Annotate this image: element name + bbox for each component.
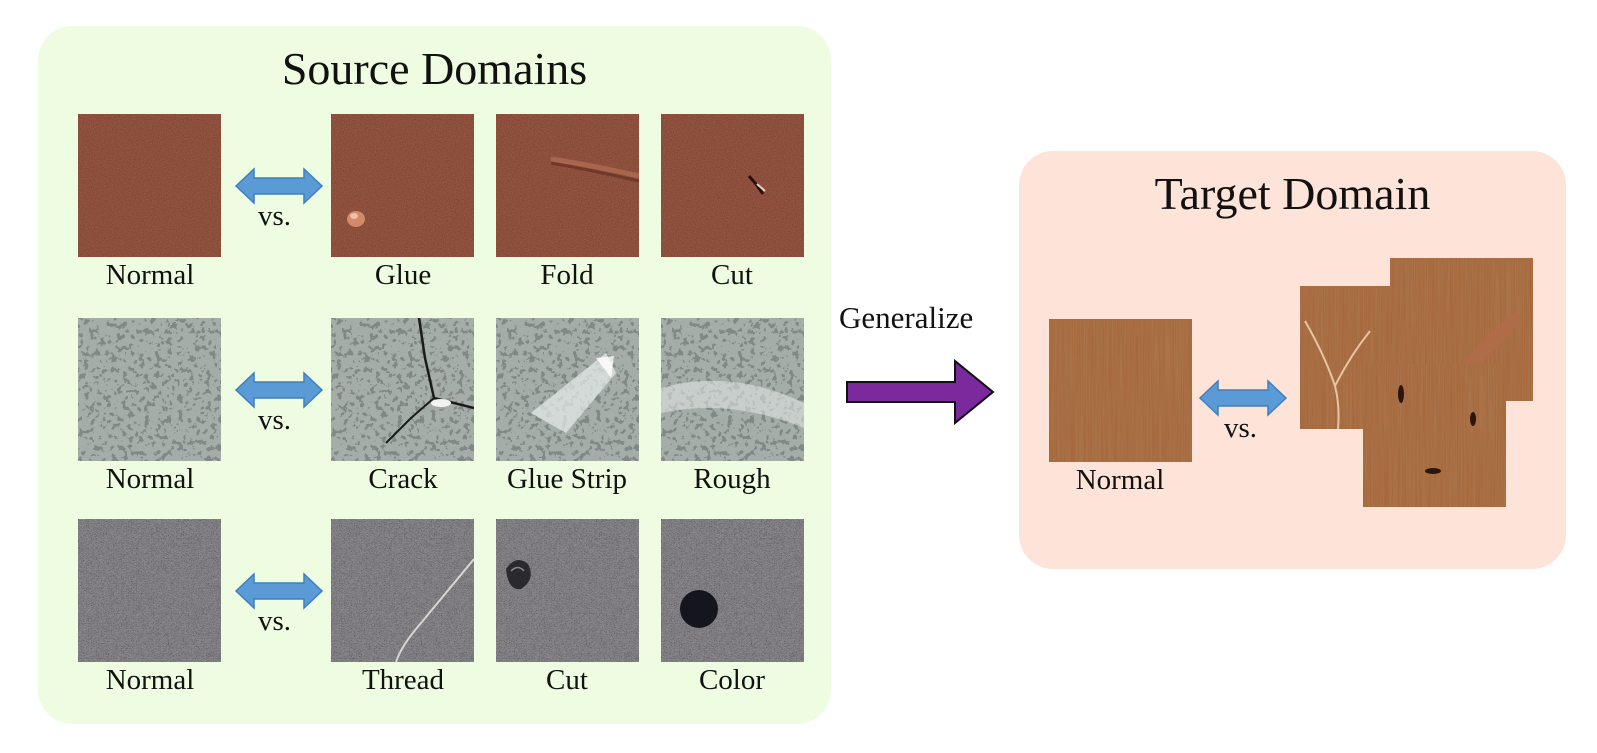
leather-vs-label: vs. <box>258 200 292 232</box>
tile-crack-label: Crack <box>368 463 438 495</box>
wood-normal-image <box>1049 319 1192 462</box>
leather-glue-image <box>331 114 474 257</box>
carpet-cut-label: Cut <box>546 664 588 696</box>
source-domains-title: Source Domains <box>281 43 588 94</box>
tile-normal-label: Normal <box>105 463 195 495</box>
generalize-label: Generalize <box>839 300 974 335</box>
tile-normal-image <box>78 318 221 461</box>
tile-rough-label: Rough <box>693 463 771 495</box>
carpet-thread-image <box>331 519 474 662</box>
carpet-cut-image <box>496 519 639 662</box>
leather-normal-label: Normal <box>105 259 195 291</box>
tile-rough-image <box>661 318 804 461</box>
wood-vs-label: vs. <box>1224 412 1258 444</box>
leather-cut-label: Cut <box>711 259 753 291</box>
wood-anomaly-stain-image <box>1390 258 1533 401</box>
leather-cut-image <box>661 114 804 257</box>
tile-glue-strip-image <box>496 318 639 461</box>
leather-fold-label: Fold <box>540 259 594 291</box>
wood-normal-label: Normal <box>1075 464 1165 496</box>
generalize-arrow-icon <box>845 358 995 426</box>
carpet-vs-label: vs. <box>258 605 292 637</box>
carpet-thread-label: Thread <box>361 664 445 696</box>
carpet-normal-image <box>78 519 221 662</box>
tile-glue-strip-label: Glue Strip <box>506 463 628 495</box>
wood-anomaly-scratch-image <box>1300 286 1443 429</box>
wood-anomaly-holes-image <box>1363 364 1506 507</box>
tile-vs-label: vs. <box>258 404 292 436</box>
leather-fold-image <box>496 114 639 257</box>
carpet-color-label: Color <box>698 664 766 696</box>
leather-glue-label: Glue <box>374 259 432 291</box>
target-domain-title: Target Domain <box>1154 168 1431 219</box>
leather-normal-image <box>78 114 221 257</box>
tile-crack-image <box>331 318 474 461</box>
carpet-normal-label: Normal <box>105 664 195 696</box>
carpet-color-image <box>661 519 804 662</box>
